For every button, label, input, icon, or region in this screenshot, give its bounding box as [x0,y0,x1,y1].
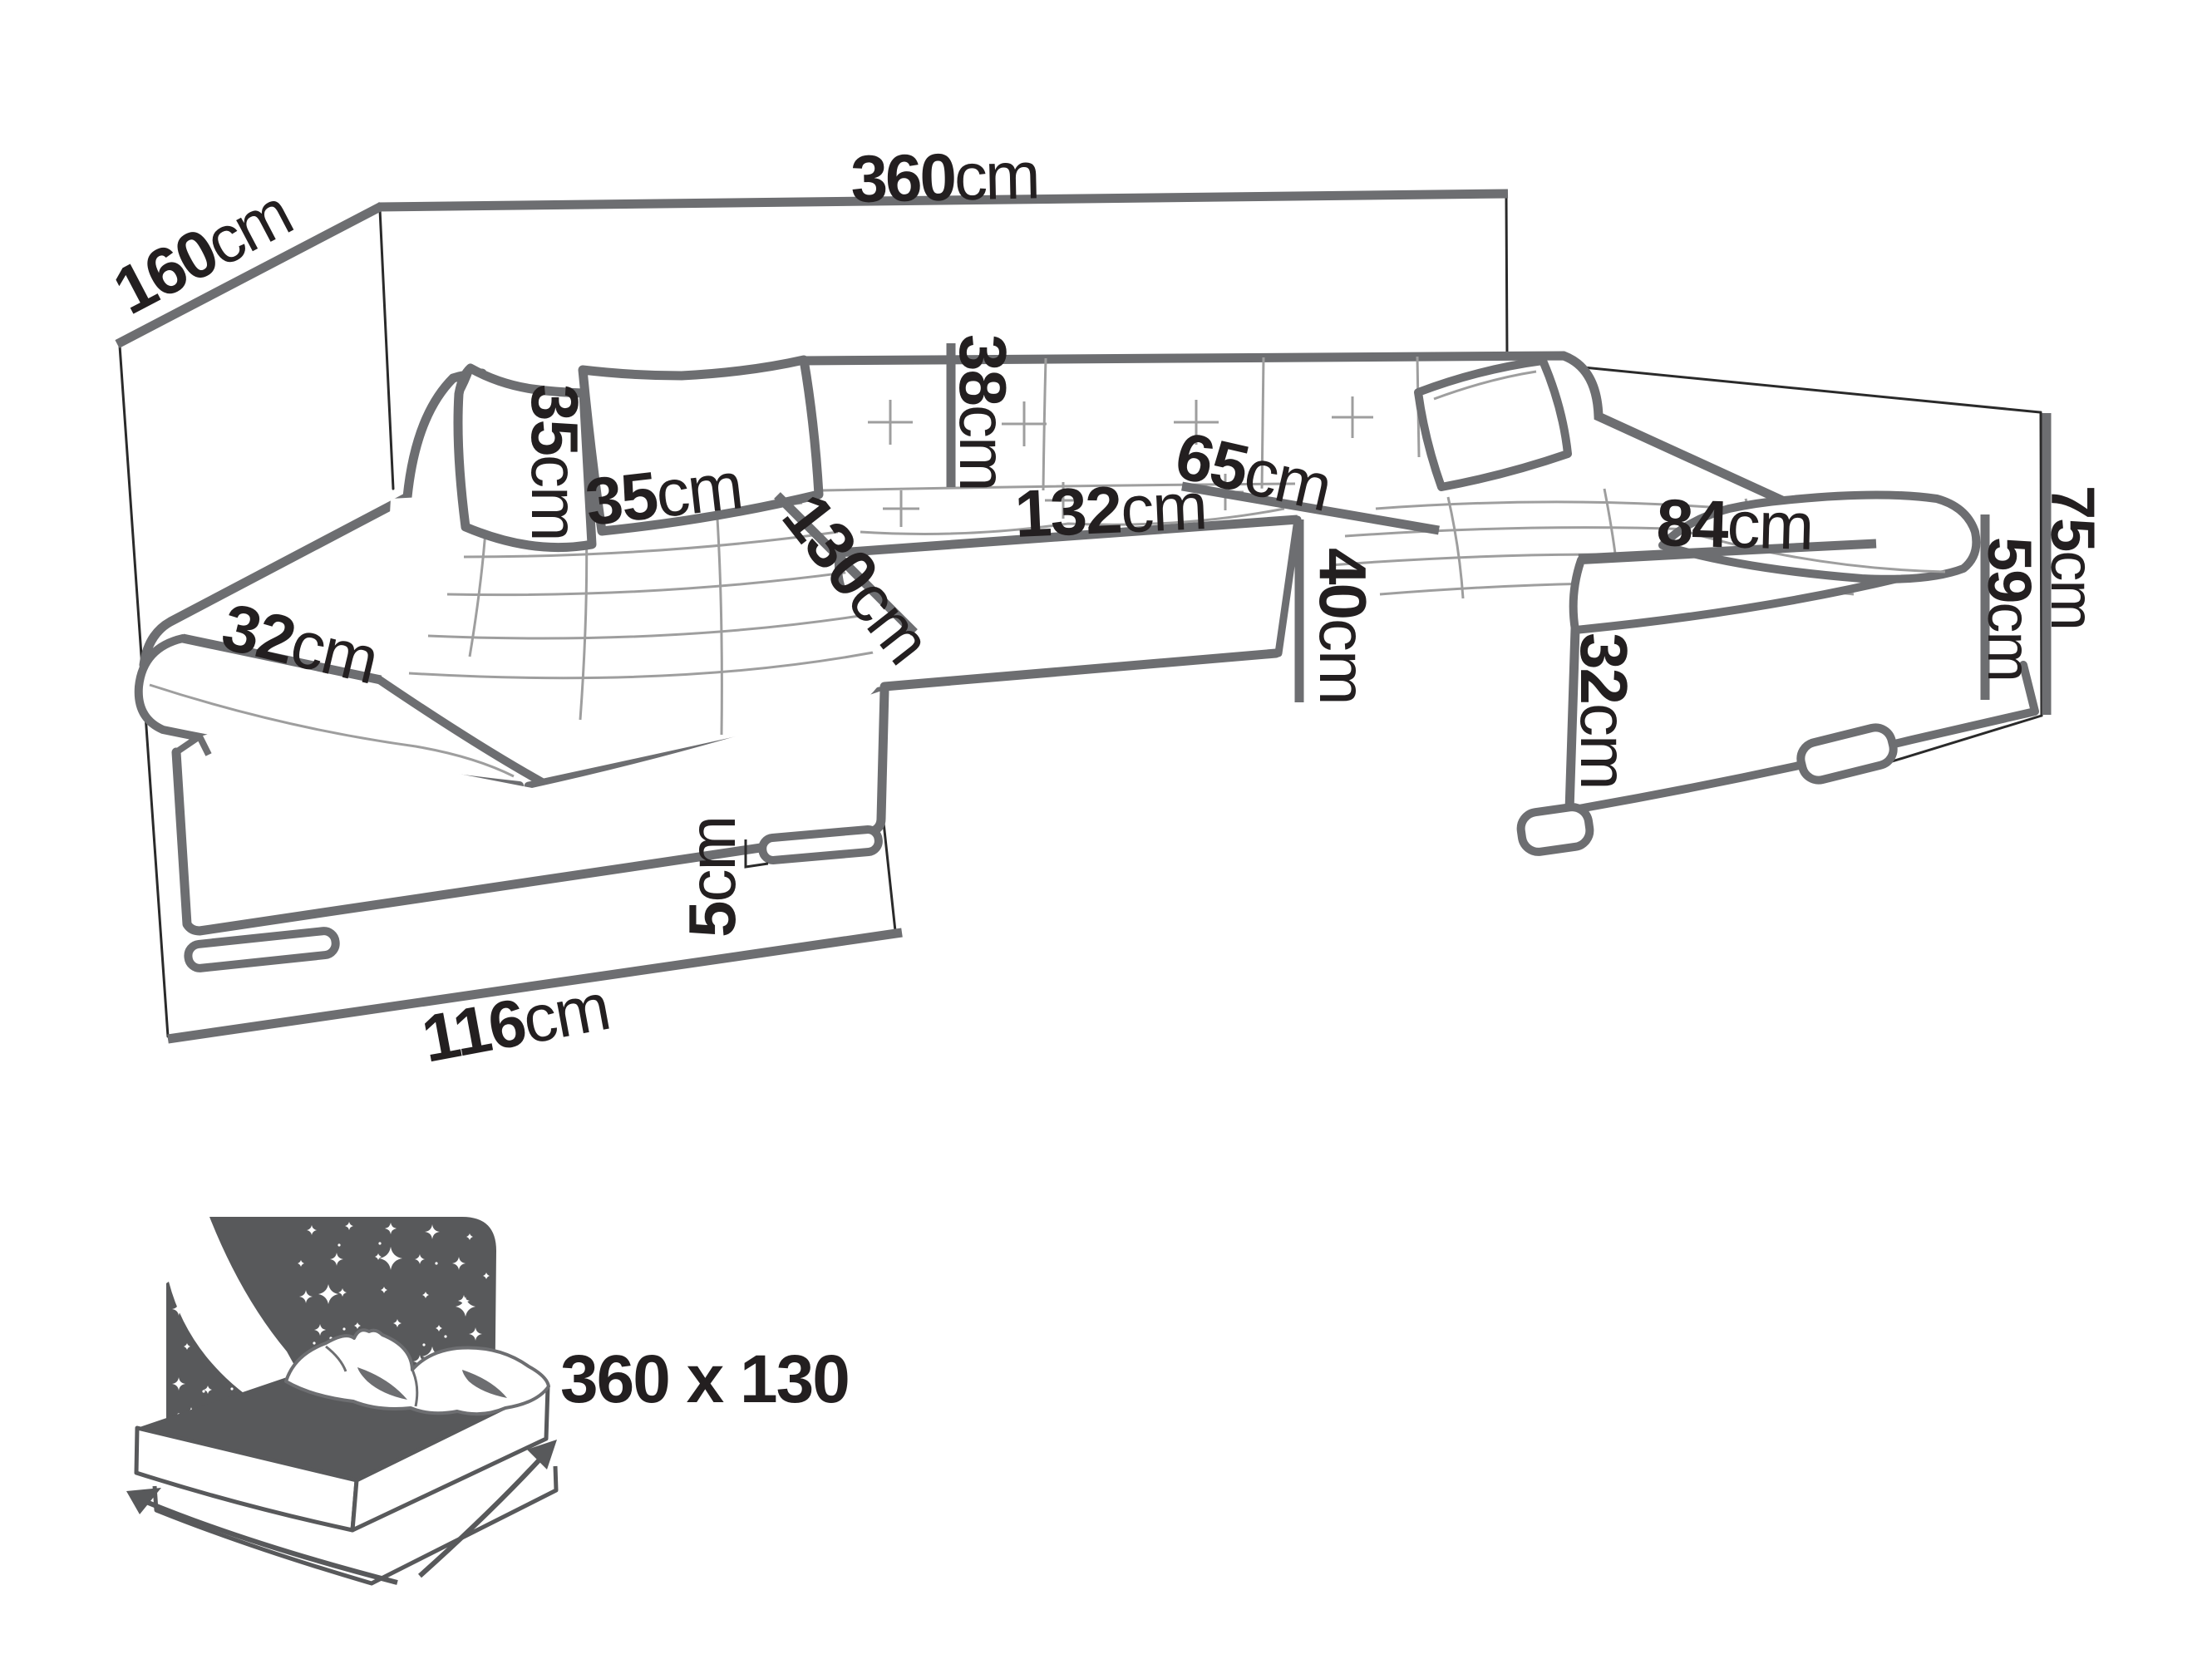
svg-text:5cm: 5cm [675,817,749,938]
svg-text:32cm: 32cm [215,589,384,697]
svg-text:116cm: 116cm [416,969,614,1076]
svg-text:132cm: 132cm [1013,469,1208,551]
svg-text:40cm: 40cm [1306,548,1380,704]
svg-text:75cm: 75cm [2038,485,2107,629]
svg-text:360cm: 360cm [850,138,1038,216]
svg-text:84cm: 84cm [1656,485,1814,564]
svg-text:360 x 130: 360 x 130 [560,1341,849,1417]
svg-text:59cm: 59cm [1975,537,2044,681]
svg-text:35cm: 35cm [582,448,745,539]
svg-text:38cm: 38cm [946,334,1020,490]
svg-text:32cm: 32cm [1567,633,1641,789]
svg-text:35cm: 35cm [518,384,592,540]
